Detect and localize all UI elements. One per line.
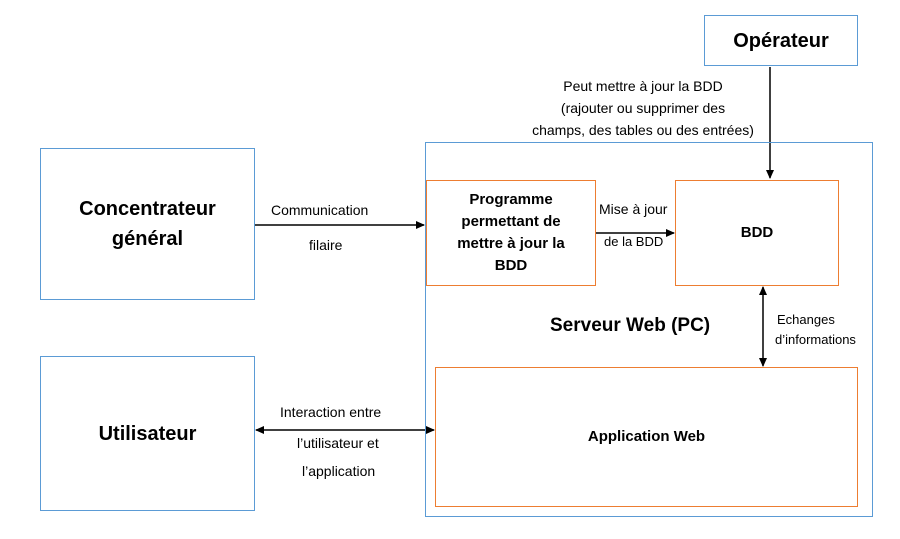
node-serveur-web: [425, 142, 873, 517]
node-programme: Programme permettant de mettre à jour la…: [426, 180, 596, 286]
application-web-label: Application Web: [587, 428, 706, 445]
mise-a-jour-label-line2: de la BDD: [604, 234, 664, 249]
concentrateur-label-line1: Concentrateur: [79, 198, 216, 220]
programme-line3: mettre à jour la: [457, 235, 565, 252]
programme-line2: permettant de: [461, 213, 561, 230]
interaction-label-line1: Interaction entre: [280, 404, 382, 420]
concentrateur-label-line2: général: [111, 228, 184, 250]
operateur-note-line3: champs, des tables ou des entrées): [532, 122, 754, 138]
echanges-label-line1: Echanges: [777, 312, 835, 327]
bdd-label: BDD: [740, 224, 774, 241]
node-operateur: Opérateur: [704, 15, 858, 66]
node-bdd: BDD: [675, 180, 839, 286]
echanges-label-line2: d’informations: [775, 332, 856, 347]
node-utilisateur: Utilisateur: [40, 356, 255, 511]
interaction-label-line3: l’application: [302, 463, 376, 479]
utilisateur-label: Utilisateur: [98, 422, 197, 445]
interaction-label-line2: l’utilisateur et: [297, 435, 379, 451]
mise-a-jour-label-line1: Mise à jour: [599, 201, 668, 217]
operateur-note: Peut mettre à jour la BDD (rajouter ou s…: [518, 75, 768, 141]
programme-line4: BDD: [494, 257, 528, 274]
node-concentrateur: Concentrateur général: [40, 148, 255, 300]
operateur-label: Opérateur: [733, 29, 829, 52]
operateur-note-line2: (rajouter ou supprimer des: [560, 100, 726, 116]
programme-line1: Programme: [469, 191, 553, 208]
node-application-web: Application Web: [435, 367, 858, 507]
operateur-note-line1: Peut mettre à jour la BDD: [563, 78, 723, 94]
serveur-web-label: Serveur Web (PC): [550, 315, 711, 336]
communication-label: Communication: [271, 202, 369, 218]
filaire-label: filaire: [309, 237, 343, 253]
